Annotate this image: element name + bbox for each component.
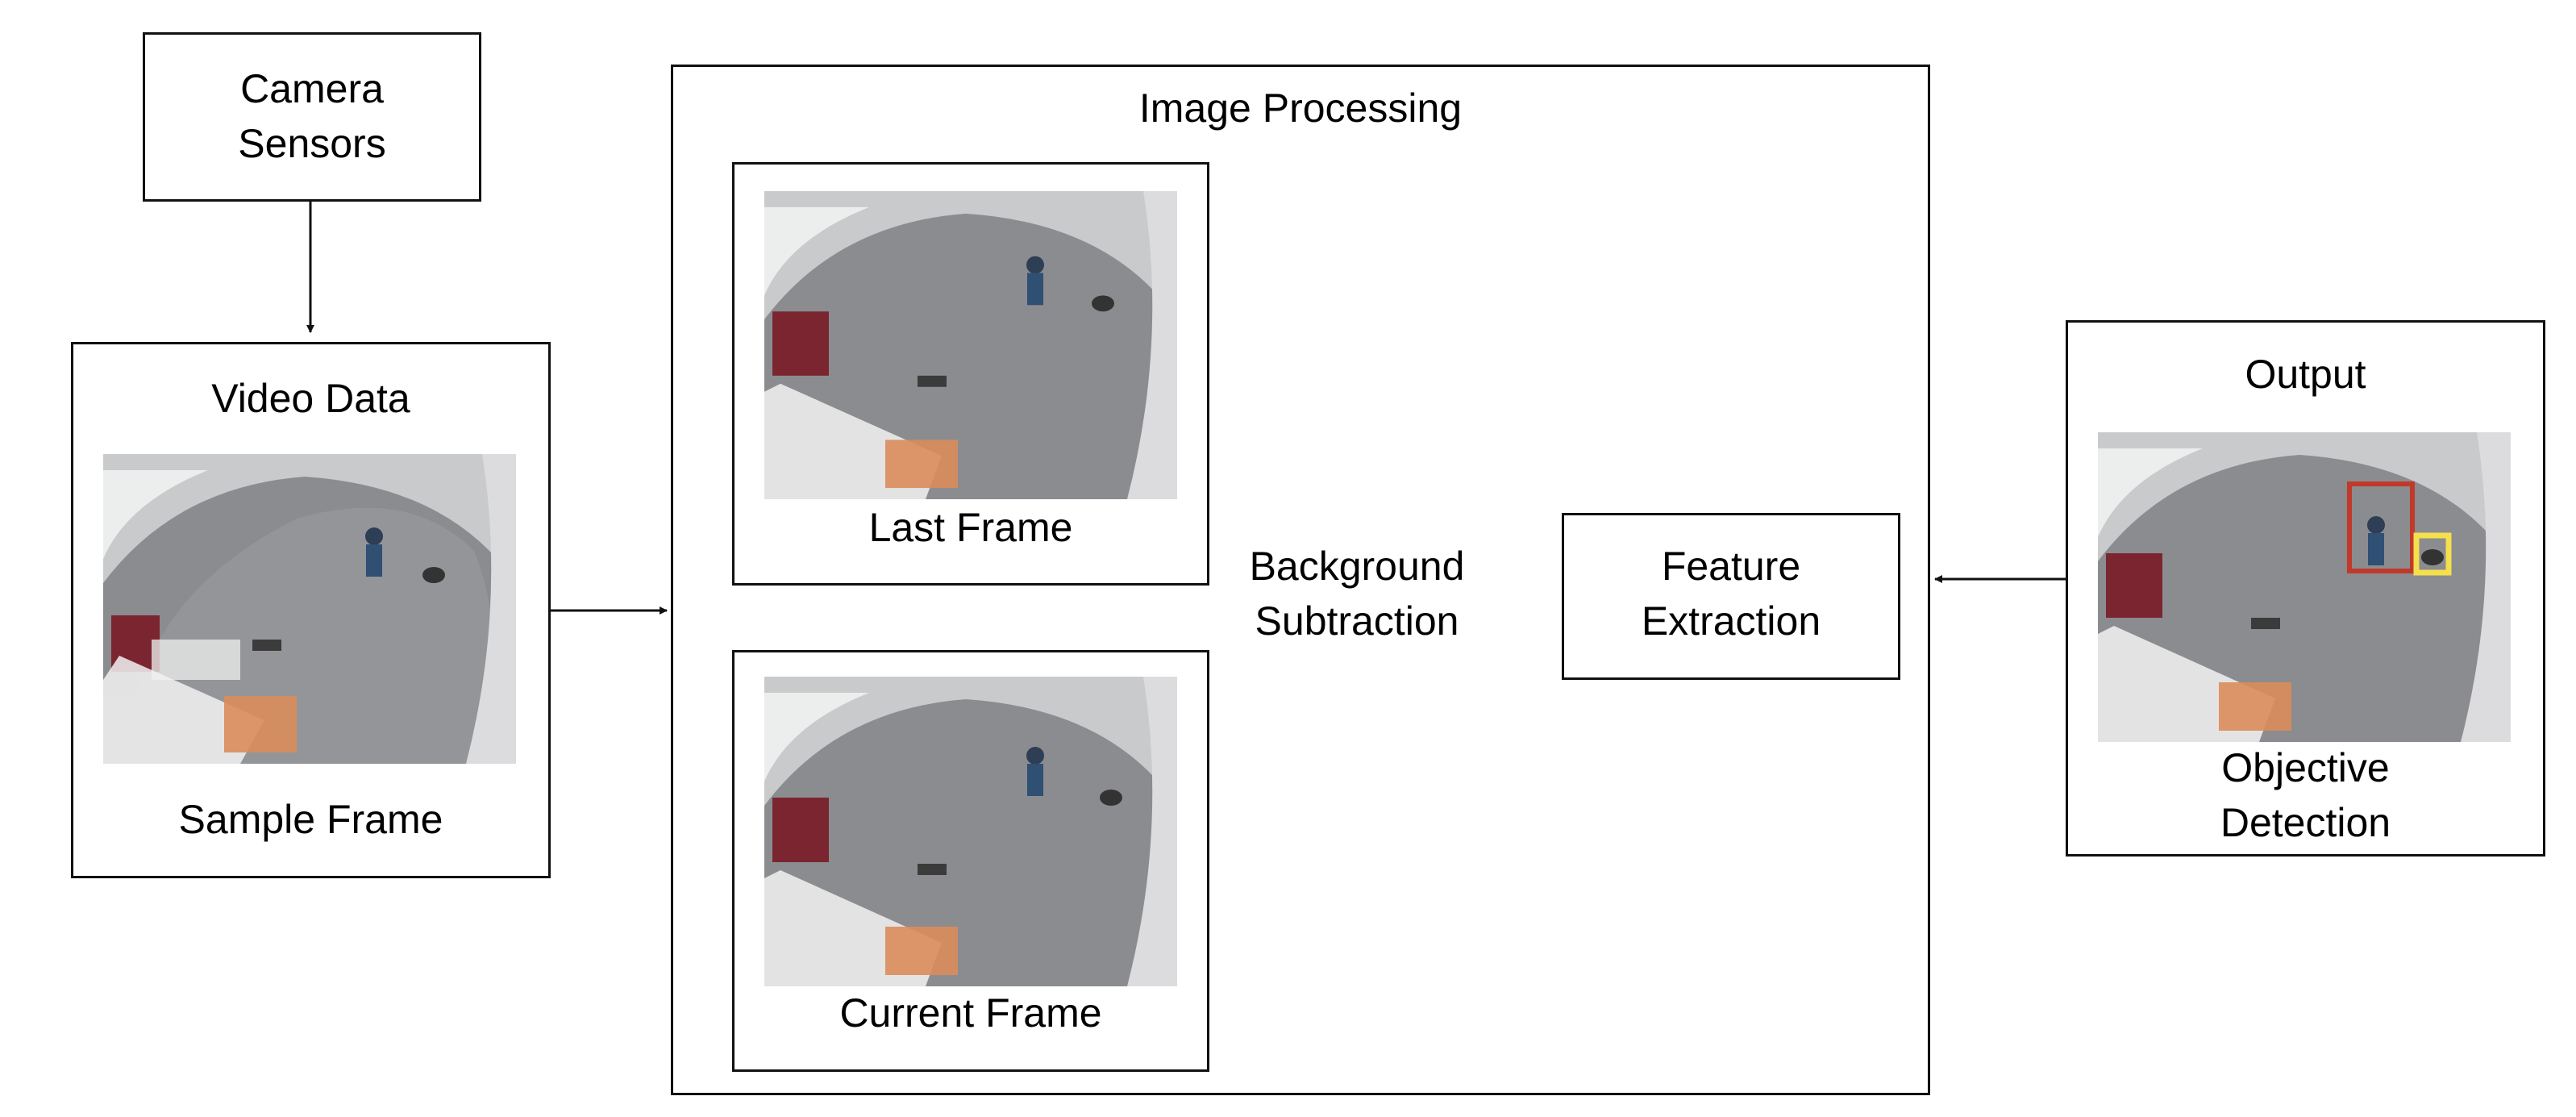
- current-frame-caption: Current Frame: [839, 990, 1102, 1036]
- last-frame-image: [764, 191, 1177, 499]
- current-frame-image: [764, 677, 1177, 986]
- feature-extraction-label-line1: Feature: [1661, 544, 1801, 589]
- fisheye-frame-icon: [103, 454, 516, 764]
- objective-detection-caption-line1: Objective: [2221, 745, 2390, 790]
- detection-box-object: [2413, 532, 2452, 576]
- last-frame-caption: Last Frame: [868, 505, 1073, 550]
- fisheye-frame-icon: [764, 191, 1177, 499]
- output-title: Output: [2245, 352, 2366, 397]
- video-data-title: Video Data: [211, 376, 410, 421]
- fisheye-frame-icon: [764, 677, 1177, 986]
- output-frame-image: [2098, 432, 2511, 742]
- feature-extraction-label-line2: Extraction: [1641, 598, 1821, 644]
- sample-frame-image: [103, 454, 516, 764]
- detection-box-person: [2347, 481, 2415, 573]
- fisheye-frame-icon: [2098, 432, 2511, 742]
- camera-sensors-label-line2: Sensors: [238, 121, 386, 166]
- background-subtraction-label-line2: Subtraction: [1255, 598, 1459, 644]
- camera-sensors-node: [143, 32, 481, 202]
- camera-sensors-label-line1: Camera: [240, 66, 384, 111]
- objective-detection-caption-line2: Detection: [2220, 800, 2391, 845]
- background-subtraction-label-line1: Background: [1249, 544, 1465, 589]
- sample-frame-caption: Sample Frame: [178, 797, 443, 842]
- feature-extraction-node: [1562, 513, 1900, 680]
- image-processing-title: Image Processing: [1138, 85, 1463, 131]
